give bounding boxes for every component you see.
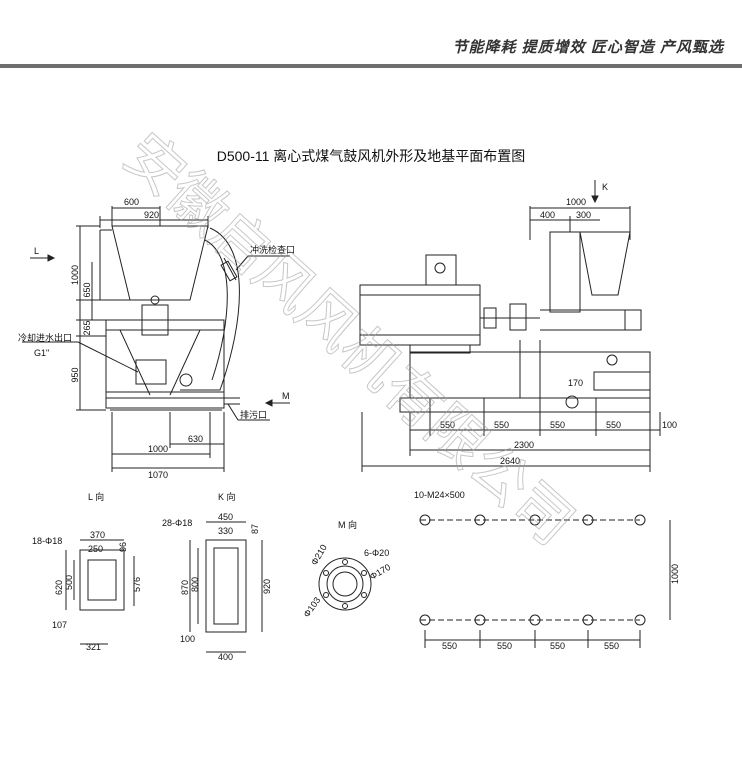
- header-rule: [0, 64, 742, 68]
- foundation-dim-550-d: 550: [604, 641, 619, 651]
- bearing-housing: [141, 304, 169, 336]
- k-dim-450: 450: [218, 512, 233, 522]
- k-view-title: K 向: [218, 491, 236, 502]
- dim-1070: 1070: [148, 470, 168, 480]
- fan-housing: [549, 231, 581, 313]
- base: [105, 391, 225, 409]
- dim-300-top: 300: [576, 210, 591, 220]
- foundation-dim-550-c: 550: [550, 641, 565, 651]
- label-g1: G1": [34, 348, 49, 358]
- l-dim-250: 250: [88, 544, 103, 554]
- dim-550-a: 550: [440, 420, 455, 430]
- l-dim-500: 500: [64, 575, 74, 590]
- label-drain: 排污口: [240, 409, 267, 420]
- l-dim-107: 107: [52, 620, 67, 630]
- volute-casing: [180, 227, 240, 391]
- dim-2300: 2300: [514, 440, 534, 450]
- k-dim-920: 920: [262, 579, 272, 594]
- dim-1000: 1000: [70, 265, 80, 285]
- dim-920: 920: [144, 210, 159, 220]
- k-dim-870: 870: [180, 580, 190, 595]
- label-cleanout: 冲洗检查口: [250, 244, 295, 255]
- foundation-plan: 10-M24×500 1000 550 550 550 550: [414, 490, 680, 651]
- dim-1000b: 1000: [148, 444, 168, 454]
- foundation-bolts: 10-M24×500: [414, 490, 465, 500]
- side-view: K 1000 400 300 170 550 550 550 550 100 2…: [359, 180, 677, 472]
- label-M: M: [282, 391, 290, 401]
- dim-2640: 2640: [500, 456, 520, 466]
- k-dim-330: 330: [218, 526, 233, 536]
- label-K: K: [602, 182, 608, 192]
- dim-950: 950: [70, 367, 80, 382]
- k-dim-800: 800: [190, 577, 200, 592]
- k-dim-400: 400: [218, 652, 233, 662]
- m-dim-210: Φ210: [309, 543, 329, 567]
- dim-100: 100: [662, 420, 677, 430]
- m-dim-103: Φ103: [301, 595, 322, 619]
- m-view-title: M 向: [338, 519, 357, 530]
- dim-550-d: 550: [606, 420, 621, 430]
- header-bar: 节能降耗 提质增效 匠心智造 产风甄选: [0, 30, 742, 68]
- dim-600: 600: [124, 197, 139, 207]
- l-view-title: L 向: [88, 491, 104, 502]
- dim-630: 630: [188, 434, 203, 444]
- frame: [105, 319, 225, 399]
- frame-side: [409, 351, 651, 399]
- l-dim-holes: 18-Φ18: [32, 536, 62, 546]
- drawing-title: D500-11 离心式煤气鼓风机外形及地基平面布置图: [216, 148, 526, 164]
- dim-650: 650: [82, 282, 92, 297]
- m-dim-170: Φ170: [368, 562, 392, 582]
- dim-400-top: 400: [540, 210, 555, 220]
- k-dim-holes: 28-Φ18: [162, 518, 192, 528]
- l-dim-96: 96: [118, 542, 128, 552]
- inlet-funnel: [111, 225, 209, 301]
- l-view: L 向 18-Φ18 370 250 96 620 500 576 107 32…: [32, 491, 142, 652]
- dim-170: 170: [568, 378, 583, 388]
- m-view: M 向 6-Φ20 Φ210 Φ170 Φ103: [301, 519, 392, 619]
- k-view: K 向 28-Φ18 450 330 87 870 800 920 100 40…: [162, 491, 272, 662]
- label-cooling-outlet: 冷却进水出口: [18, 332, 72, 343]
- m-dim-holes: 6-Φ20: [364, 548, 389, 558]
- l-dim-321: 321: [86, 642, 101, 652]
- l-dim-576: 576: [132, 577, 142, 592]
- k-dim-87: 87: [250, 524, 260, 534]
- foundation-dim-1000: 1000: [670, 564, 680, 584]
- base-side: [399, 397, 651, 413]
- header-slogan: 节能降耗 提质增效 匠心智造 产风甄选: [452, 39, 724, 56]
- dim-265: 265: [82, 320, 92, 335]
- front-view: 600 920 1000 650 265 950 L M 冲洗检查口 冷却进水出…: [18, 197, 295, 480]
- foundation-dim-550-a: 550: [442, 641, 457, 651]
- bolt-holes: [419, 514, 646, 626]
- dim-550-c: 550: [550, 420, 565, 430]
- motor: [359, 284, 481, 346]
- foundation-dim-550-b: 550: [497, 641, 512, 651]
- l-dim-370: 370: [90, 530, 105, 540]
- dim-1000-top: 1000: [566, 197, 586, 207]
- dim-550-b: 550: [494, 420, 509, 430]
- label-L: L: [34, 246, 39, 256]
- l-dim-620: 620: [54, 580, 64, 595]
- k-dim-100: 100: [180, 634, 195, 644]
